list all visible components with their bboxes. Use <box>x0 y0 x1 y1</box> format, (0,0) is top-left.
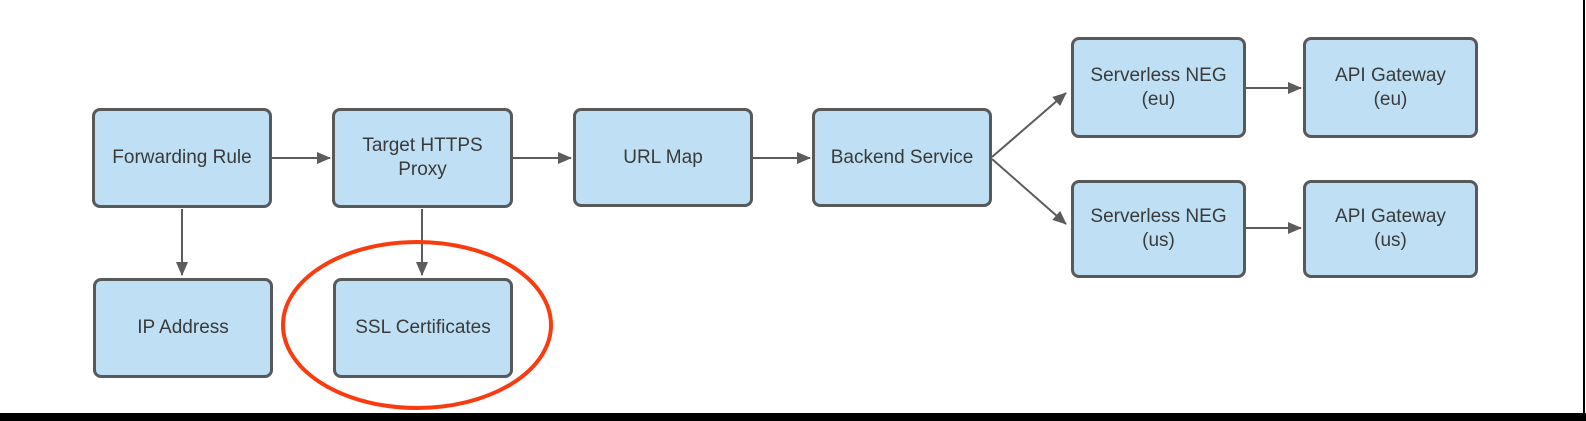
node-label: API Gateway (eu) <box>1335 64 1446 110</box>
node-label: Serverless NEG (us) <box>1090 206 1227 251</box>
node-target-https-proxy: Target HTTPS Proxy <box>332 108 513 208</box>
node-backend-service: Backend Service <box>812 108 992 207</box>
window-bottom-edge <box>0 413 1586 421</box>
arrow-backend-service-to-serverless-neg-us <box>991 158 1067 225</box>
node-label: Forwarding Rule <box>112 147 252 168</box>
node-url-map: URL Map <box>573 108 753 207</box>
node-forwarding-rule: Forwarding Rule <box>92 108 272 208</box>
node-ssl-certificates: SSL Certificates <box>333 278 513 378</box>
node-label: Backend Service <box>830 146 974 168</box>
node-label: Serverless NEG (eu) <box>1090 64 1227 110</box>
node-api-gateway-eu: API Gateway (eu) <box>1303 37 1478 138</box>
arrow-backend-service-to-serverless-neg-eu <box>991 92 1067 158</box>
node-label: IP Address <box>137 317 229 338</box>
node-serverless-neg-eu: Serverless NEG (eu) <box>1071 37 1246 138</box>
node-label: Target HTTPS Proxy <box>362 135 483 180</box>
node-ip-address: IP Address <box>93 278 273 378</box>
node-serverless-neg-us: Serverless NEG (us) <box>1071 180 1246 278</box>
node-label: SSL Certificates <box>355 317 491 338</box>
node-label: URL Map <box>623 146 703 168</box>
window-right-edge <box>1583 0 1585 421</box>
node-label: API Gateway (us) <box>1335 206 1446 251</box>
node-api-gateway-us: API Gateway (us) <box>1303 180 1478 278</box>
